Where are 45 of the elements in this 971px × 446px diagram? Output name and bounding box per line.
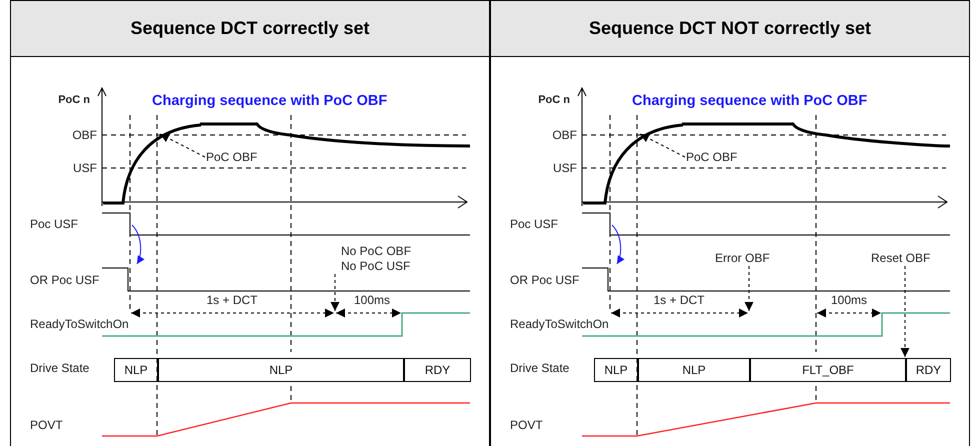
column-header: Sequence DCT correctly set bbox=[11, 1, 489, 57]
signal-label: OR Poc USF bbox=[30, 273, 100, 287]
annotation-text: Error OBF bbox=[715, 251, 785, 267]
signal-label: PoC n bbox=[538, 94, 570, 106]
state-segment: NLP bbox=[158, 358, 404, 382]
level-curve bbox=[103, 122, 202, 206]
annotation-text: PoC OBF bbox=[686, 150, 746, 166]
signal-label: 1s + DCT bbox=[654, 293, 704, 307]
signal-label: 100ms bbox=[354, 293, 390, 307]
annotation-text: PoC OBF bbox=[206, 150, 266, 166]
signal-label: 1s + DCT bbox=[206, 293, 258, 307]
leader-arrow bbox=[160, 134, 206, 158]
leader-arrow bbox=[744, 266, 754, 312]
signal-label: Poc USF bbox=[30, 217, 78, 231]
signal-label: Drive State bbox=[30, 361, 90, 375]
signal-label: OBF bbox=[552, 128, 577, 142]
signal-label: USF bbox=[73, 161, 97, 175]
leader-arrow bbox=[640, 134, 686, 158]
signal-label: POVT bbox=[510, 418, 543, 432]
column-panel bbox=[490, 0, 970, 446]
column-panel bbox=[10, 0, 490, 446]
annotation-text: Reset OBF bbox=[871, 251, 947, 267]
state-segment: NLP bbox=[594, 358, 638, 382]
signal-label: PoC n bbox=[58, 94, 90, 106]
signal-label: OR Poc USF bbox=[510, 273, 580, 287]
signal-label: ReadyToSwitchOn bbox=[30, 317, 129, 331]
signal-label: USF bbox=[553, 161, 577, 175]
leader-arrow bbox=[900, 266, 910, 358]
signal-label: POVT bbox=[30, 418, 63, 432]
state-segment: FLT_OBF bbox=[750, 358, 906, 382]
leader-arrow bbox=[330, 274, 340, 312]
annotation-text: No PoC OBF No PoC USF bbox=[331, 244, 416, 275]
signal-label: Poc USF bbox=[510, 217, 558, 231]
state-segment: RDY bbox=[404, 358, 471, 382]
state-segment: NLP bbox=[114, 358, 158, 382]
signal-label: ReadyToSwitchOn bbox=[510, 317, 609, 331]
signal-label: OBF bbox=[72, 128, 97, 142]
state-segment: NLP bbox=[638, 358, 750, 382]
chart-title: Charging sequence with PoC OBF bbox=[632, 93, 868, 109]
signal-label: Drive State bbox=[510, 361, 570, 375]
state-segment: RDY bbox=[906, 358, 951, 382]
signal-label: 100ms bbox=[830, 293, 868, 307]
level-curve bbox=[583, 122, 684, 206]
chart-title: Charging sequence with PoC OBF bbox=[152, 93, 388, 109]
column-header: Sequence DCT NOT correctly set bbox=[491, 1, 969, 57]
